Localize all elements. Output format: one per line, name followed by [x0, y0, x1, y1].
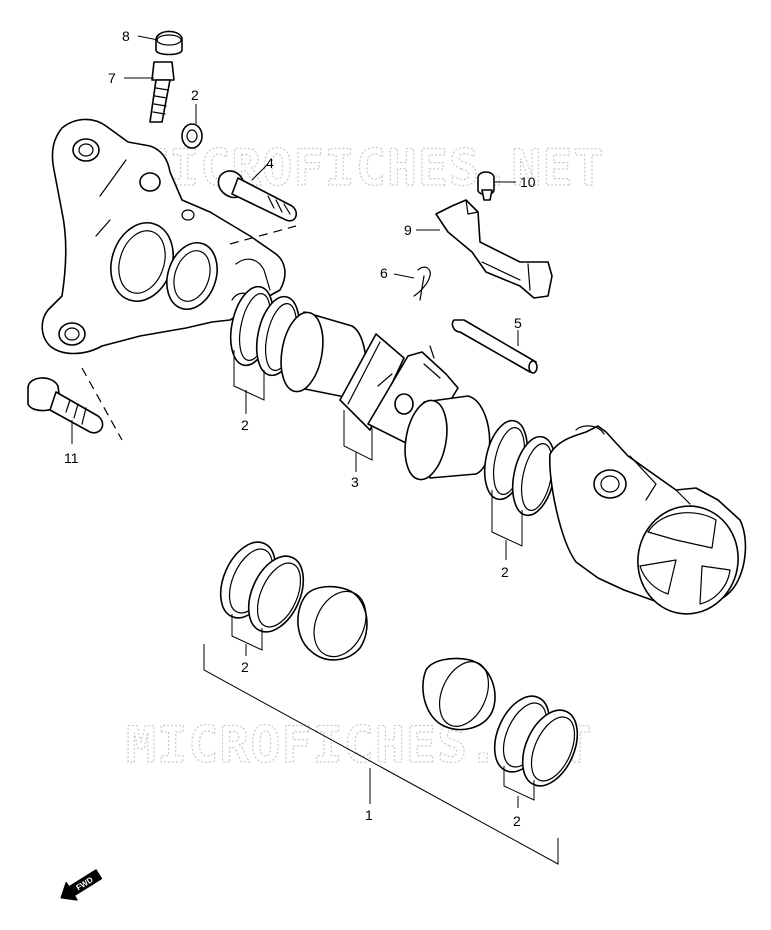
clip-part-6: [413, 266, 431, 301]
kit-piston-right: [422, 657, 496, 731]
callout-5: 5: [514, 315, 522, 331]
fwd-arrow: FWD: [60, 869, 103, 901]
callout-9: 9: [404, 222, 412, 238]
callout-2-seal-upper: 2: [241, 417, 249, 433]
callout-7: 7: [108, 70, 116, 86]
callout-11: 11: [64, 450, 79, 466]
callout-4: 4: [266, 155, 274, 171]
callout-1: 1: [365, 807, 373, 823]
kit-ring-lower-left-2: [247, 555, 305, 633]
cap-part-8: [155, 30, 183, 56]
callout-2-seal-lower: 2: [501, 564, 509, 580]
pad-pin-part-5: [451, 319, 538, 374]
dashed-guide-lower: [81, 367, 123, 441]
callout-3: 3: [351, 474, 359, 490]
pin-bolt-part-4: [217, 170, 298, 222]
piston-lower: [404, 395, 491, 481]
mounting-bolt-part-11: [27, 377, 104, 434]
callout-2-top: 2: [191, 87, 199, 103]
callout-2-kit-left: 2: [241, 659, 249, 675]
kit-piston-left: [297, 585, 368, 661]
piston-upper: [280, 311, 367, 399]
plug-part-10: [477, 171, 495, 201]
pad-spring-part-9: [435, 199, 553, 299]
callout-labels: 8 7 2 4 10 9 6 5 2 3 11 2 2 1 2: [64, 28, 536, 829]
callout-10: 10: [520, 174, 536, 190]
watermark-top: MICROFICHES.NET: [138, 139, 605, 197]
washer-part-2-top: [181, 123, 203, 149]
caliper-body: [548, 425, 747, 615]
callout-8: 8: [122, 28, 130, 44]
brake-pad-1-part-3: [339, 333, 405, 431]
caliper-bracket: [41, 118, 286, 355]
callout-2-kit-right: 2: [513, 813, 521, 829]
callout-6: 6: [380, 265, 388, 281]
bleeder-screw-part-7: [149, 61, 175, 123]
leader-lines: [71, 35, 559, 865]
seal-ring-lower-2: [511, 435, 557, 517]
dashed-guide-upper: [229, 225, 297, 245]
